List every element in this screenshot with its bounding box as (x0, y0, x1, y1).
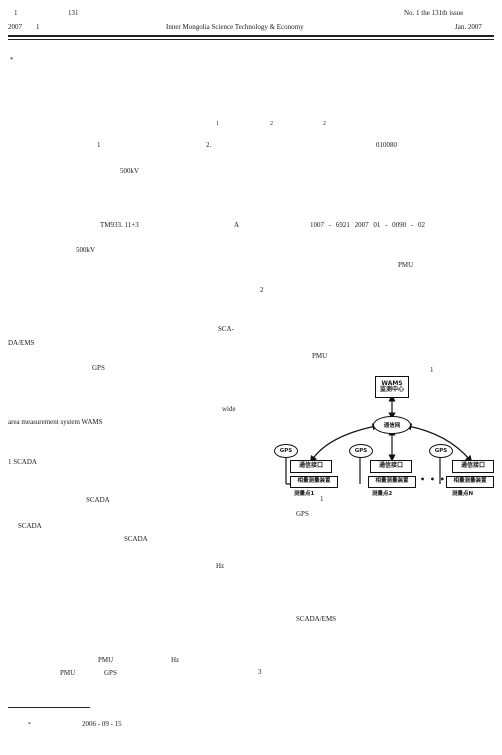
body-right-ref-3: 3 (258, 668, 262, 676)
body-scada-hyphen: SCA- (218, 325, 234, 333)
comm-interface-right: 通信接口 (452, 460, 494, 473)
footnote-mark: * (28, 722, 31, 728)
affiliation-num-1: 1 (97, 141, 101, 149)
footnote-rule (8, 707, 90, 708)
measurement-point-2: 测量点2 (372, 491, 393, 497)
body-right-scada-ems: SCADA/EMS (296, 615, 337, 623)
affiliation-num-2: 2. (206, 141, 212, 149)
body-wide: wide (222, 405, 236, 413)
measurement-point-1: 测量点1 (294, 491, 315, 497)
body-right-fig-ref: 1 (430, 366, 434, 374)
link-network-right (404, 423, 473, 463)
figure-caption-number: 1 (320, 495, 324, 503)
header-date-en: Jan. 2007 (455, 23, 482, 31)
affiliation-postcode: 010080 (376, 141, 397, 149)
comm-interface-mid: 通信接口 (370, 460, 412, 473)
network-ellipse: 通信网 (373, 416, 411, 434)
body-pmu-1: PMU (98, 656, 114, 664)
title-footnote-mark: * (10, 56, 14, 64)
gps-mid-ellipse: GPS (349, 444, 373, 458)
body-scada-2: SCADA (18, 522, 42, 530)
author-sup-1: 1 (216, 121, 219, 127)
journal-title-en: Inner Mongolia Science Technology & Econ… (166, 23, 304, 31)
pmu-device-left: 相量测量装置 (290, 476, 338, 488)
body-right-pmu-2: PMU (312, 352, 328, 360)
figure-ellipsis: • • • (420, 475, 446, 484)
body-gps: GPS (92, 364, 105, 372)
figure-connectors (285, 394, 473, 485)
body-da-ems: DA/EMS (8, 339, 35, 347)
pmu-device-mid: 相量测量装置 (368, 476, 416, 488)
header-issue-en: No. 1 the 131th issue (404, 9, 464, 17)
body-pmu-2: PMU (60, 669, 76, 677)
author-sup-2: 2 (270, 121, 273, 127)
header-rule-thin (8, 39, 494, 40)
header-issue-number: 1 (14, 9, 18, 17)
section-heading-scada: 1 SCADA (8, 458, 37, 466)
body-gps-2: GPS (104, 669, 117, 677)
body-right-gps: GPS (296, 510, 309, 518)
wams-structure-figure: WAMS 监测中心 通信网 GPS GPS GPS 通信接口 通信接口 通信接口… (268, 374, 498, 488)
header-total-issue: 131 (68, 9, 79, 17)
body-voltage: 500kV (76, 246, 96, 254)
body-scada-3: SCADA (124, 535, 148, 543)
header-year: 2007 (8, 23, 22, 31)
article-number: 1007 - 6921 2007 01 - 0090 - 02 (310, 221, 425, 229)
measurement-point-n: 测量点N (452, 491, 474, 497)
body-scada-1: SCADA (86, 496, 110, 504)
body-hz-2: Hz (171, 656, 180, 664)
link-network-left (310, 423, 380, 463)
body-right-ref-2: 2 (260, 286, 264, 294)
gps-left-ellipse: GPS (274, 444, 298, 458)
document-code: A (234, 221, 240, 229)
gps-right-ellipse: GPS (429, 444, 453, 458)
body-hz-1: Hz (216, 562, 225, 570)
received-date: 2006 - 09 - 15 (82, 720, 122, 728)
clc-number: TM933. 11+3 (100, 221, 139, 229)
body-right-pmu-1: PMU (398, 261, 414, 269)
comm-interface-left: 通信接口 (290, 460, 332, 473)
author-sup-3: 2 (323, 121, 326, 127)
body-wams-term: area measurement system WAMS (8, 418, 103, 426)
pmu-device-right: 相量测量装置 (446, 476, 494, 488)
wams-center-box: WAMS 监测中心 (375, 376, 409, 398)
abstract-voltage: 500kV (120, 167, 140, 175)
header-issue: 1 (36, 23, 40, 31)
header-rule-thick (8, 35, 494, 37)
